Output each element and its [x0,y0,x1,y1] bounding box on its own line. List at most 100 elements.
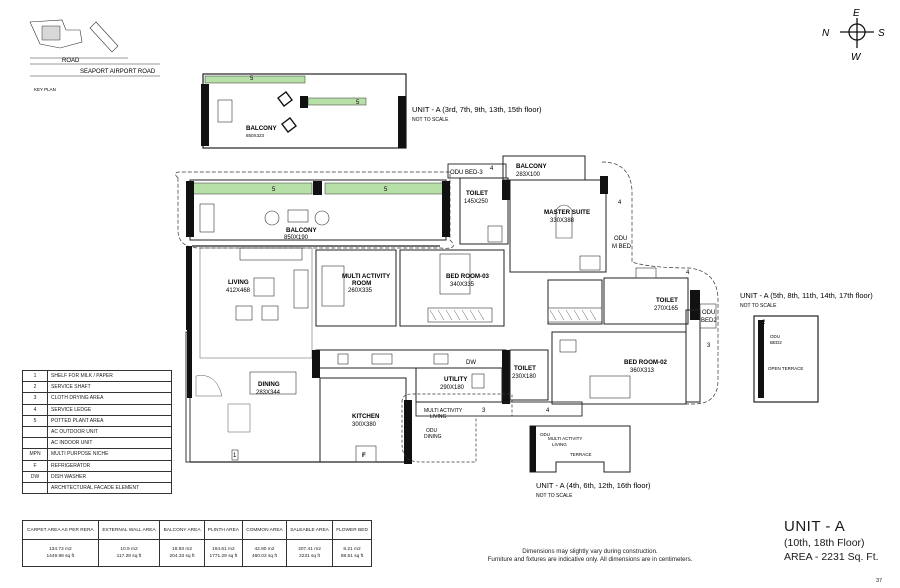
legend-text: REFRIGERATOR [47,459,172,472]
area-sqft: 88.51 sq ft [340,554,364,559]
area-sqft: 460.02 sq ft [251,554,278,559]
balcony-main-name: BALCONY [286,227,317,234]
legend-text: ARCHITECTURAL FACADE ELEMENT [47,481,172,495]
legend-symbol: MPN [22,448,48,461]
bottom-variant: ODU MULTI ACTIVITY LIVING TERRACE [529,425,631,473]
area-header: FLOWER BED [332,520,372,540]
bottom-terrace: TERRACE [570,452,592,457]
area-m2: 207.41 m2 [298,546,321,552]
legend-symbol: F [22,459,48,472]
legend-symbol: 3 [22,392,48,405]
area-m2: 134.73 m2 [49,546,72,552]
bottom-odu: ODU [540,432,550,437]
multi-activity-name: MULTI ACTIVITY [342,273,391,280]
legend-symbol: 5 [22,414,48,427]
toilet1-name: TOILET [466,190,488,197]
legend-text: MULTI PURPOSE NICHE [47,448,172,461]
top-balcony-variant: 5 5 BALCONY 850X323 [201,73,407,149]
master-name: MASTER SUITE [544,209,590,216]
disclaimer-line1: Dimensions may slightly vary during cons… [522,548,658,555]
area-header: CARPET AREA AS PER RERA [22,520,99,540]
top-num-5: 5 [250,76,254,82]
utility-name: UTILITY [444,376,468,383]
caption-top: UNIT - A (3rd, 7th, 9th, 13th, 15th floo… [412,105,542,114]
legend-symbol: 4 [22,403,48,416]
right-num3: 3 [707,343,711,349]
key-plan: ROAD SEAPORT AIRPORT ROAD KEY PLAN [29,19,160,92]
area-header: BALCONY AREA [159,520,205,540]
main-num-5a: 5 [272,187,276,193]
legend-symbol: DW [22,470,48,483]
kitchen-size: 300X380 [352,422,377,428]
key-plan-seaport-road: SEAPORT AIRPORT ROAD [80,69,156,75]
num-1: 1 [233,453,237,459]
area-header: PLINTH AREA [203,520,244,540]
multi-activity-name2: ROOM [352,280,371,287]
page-number: 37 [876,578,883,584]
caption-bottom-nts: NOT TO SCALE [536,493,573,499]
legend-text: SERVICE SHAFT [47,381,172,394]
bottom-living: LIVING [552,442,567,447]
area-sqft: 117.28 sq ft [116,554,142,559]
unit-floors: (10th, 18th Floor) [784,537,865,549]
bottom-ma: MULTI ACTIVITY [548,436,582,441]
legend-text: SHELF FOR MILK / PAPER [47,369,172,383]
ma-living-a: MULTI ACTIVITY [424,408,463,414]
legend-row: ARCHITECTURAL FACADE ELEMENT [22,481,172,495]
area-m2: 8.21 m2 [343,546,361,552]
area-cell: 42.80 m2 460.02 sq ft [242,539,287,567]
odu-bed3: ODU BED-3 [450,170,483,176]
bedroom3-name: BED ROOM-03 [446,273,490,280]
compass-e: E [853,8,860,19]
compass-w: W [851,52,862,63]
legend-symbol [22,437,48,450]
legend-row: AC OUTDOOR UNIT [22,425,172,439]
toilet1-size: 145X250 [464,199,489,205]
legend-text: CLOTH DRYING AREA [47,392,172,405]
legend-text: SERVICE LEDGE [47,403,172,416]
area-header: SALEABLE AREA [285,520,334,540]
top-balcony-label: BALCONY [246,125,277,132]
unit-title: UNIT - A [784,518,846,535]
right-variant: 2 ODU BED2 OPEN TERRACE [753,315,819,403]
legend-symbol [22,481,48,495]
bedroom3-size: 340X335 [450,282,475,288]
key-plan-label: KEY PLAN [34,87,56,92]
master-size: 330X388 [550,218,575,224]
area-cell: 10.9 m2 117.28 sq ft [97,539,161,567]
toilet2-size: 270X165 [654,306,679,312]
disclaimer: Dimensions may slightly vary during cons… [430,548,750,565]
odu-dining-b: DINING [424,434,442,440]
living-size: 412X468 [226,288,251,294]
area-m2: 42.80 m2 [254,546,275,552]
odu-bed2-b: BED2 [701,318,717,324]
compass-s: S [878,28,885,39]
area-m2: 10.9 m2 [120,546,138,552]
toilet1-num4: 4 [490,166,494,172]
living-name: LIVING [228,279,249,286]
balcony-main-size: 850X190 [284,235,309,241]
caption-right: UNIT - A (5th, 8th, 11th, 14th, 17th flo… [740,291,873,300]
area-sqft: 1449.98 sq ft [46,554,75,559]
toilet3-name: TOILET [514,365,536,372]
caption-right-nts: NOT TO SCALE [740,303,777,309]
right-odu-bed: BED2 [770,340,782,345]
area-header: COMMON AREA [242,520,287,540]
area-cell: 8.21 m2 88.51 sq ft [332,539,372,567]
strip-num4: 4 [546,408,550,414]
legend-text: AC INDOOR UNIT [47,437,172,450]
ma-living-b: LIVING [430,414,447,420]
toilet3-size: 230X180 [512,374,537,380]
